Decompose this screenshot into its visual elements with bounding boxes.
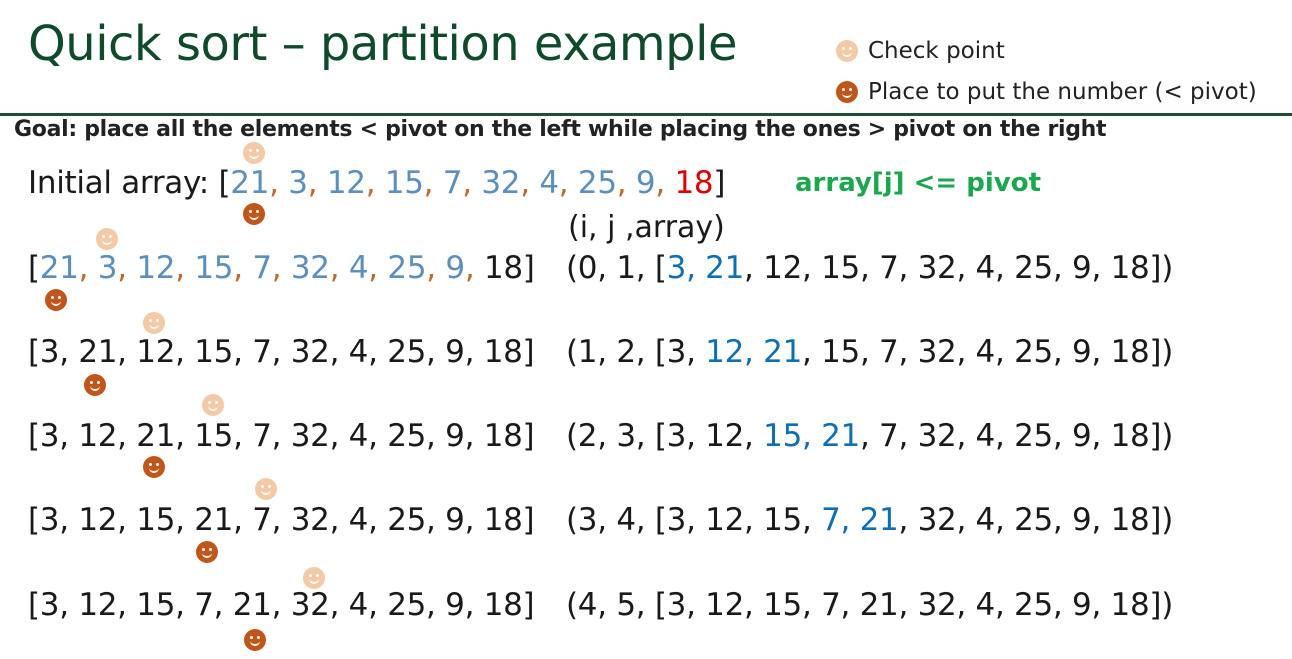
- goal-text: Goal: place all the elements < pivot on …: [14, 117, 1107, 142]
- legend-check-point: Check point: [836, 38, 1005, 64]
- check-point-icon: [303, 567, 325, 589]
- place-marker-icon: [196, 541, 218, 563]
- place-marker-icon: [243, 203, 265, 225]
- slide-title: Quick sort – partition example: [28, 16, 738, 72]
- row-2-right: (1, 2, [3, 12, 21, 15, 7, 32, 4, 25, 9, …: [566, 334, 1173, 370]
- row-3-right: (2, 3, [3, 12, 15, 21, 7, 32, 4, 25, 9, …: [566, 418, 1173, 454]
- row-5-right: (4, 5, [3, 12, 15, 7, 21, 32, 4, 25, 9, …: [566, 587, 1173, 623]
- row-2-left: [3, 21, 12, 15, 7, 32, 4, 25, 9, 18]: [28, 334, 535, 370]
- title-divider: [0, 113, 1292, 116]
- place-marker-icon: [143, 456, 165, 478]
- check-point-icon: [255, 478, 277, 500]
- row-1-right: (0, 1, [3, 21, 12, 15, 7, 32, 4, 25, 9, …: [566, 250, 1174, 286]
- check-point-icon: [836, 40, 858, 62]
- initial-label: Initial array:: [28, 165, 209, 201]
- initial-array-values: [21, 3, 12, 15, 7, 32, 4, 25, 9, 18]: [218, 165, 726, 201]
- place-marker-icon: [244, 629, 266, 651]
- legend-place-marker-label: Place to put the number (< pivot): [868, 79, 1257, 105]
- condition-label: array[j] <= pivot: [795, 168, 1041, 198]
- legend-place-marker: Place to put the number (< pivot): [836, 79, 1257, 105]
- row-4-left: [3, 12, 15, 21, 7, 32, 4, 25, 9, 18]: [28, 502, 535, 538]
- row-1-left: [21, 3, 12, 15, 7, 32, 4, 25, 9, 18]: [28, 250, 535, 286]
- check-point-icon: [243, 142, 265, 164]
- place-marker-icon: [45, 289, 67, 311]
- ija-header: (i, j ,array): [568, 210, 725, 245]
- initial-array: Initial array: [21, 3, 12, 15, 7, 32, 4,…: [28, 165, 725, 201]
- place-marker-icon: [84, 374, 106, 396]
- place-marker-icon: [836, 81, 858, 103]
- legend-check-point-label: Check point: [868, 38, 1005, 64]
- row-4-right: (3, 4, [3, 12, 15, 7, 21, 32, 4, 25, 9, …: [566, 502, 1173, 538]
- check-point-icon: [143, 312, 165, 334]
- check-point-icon: [202, 394, 224, 416]
- row-5-left: [3, 12, 15, 7, 21, 32, 4, 25, 9, 18]: [28, 587, 535, 623]
- check-point-icon: [96, 228, 118, 250]
- row-3-left: [3, 12, 21, 15, 7, 32, 4, 25, 9, 18]: [28, 418, 535, 454]
